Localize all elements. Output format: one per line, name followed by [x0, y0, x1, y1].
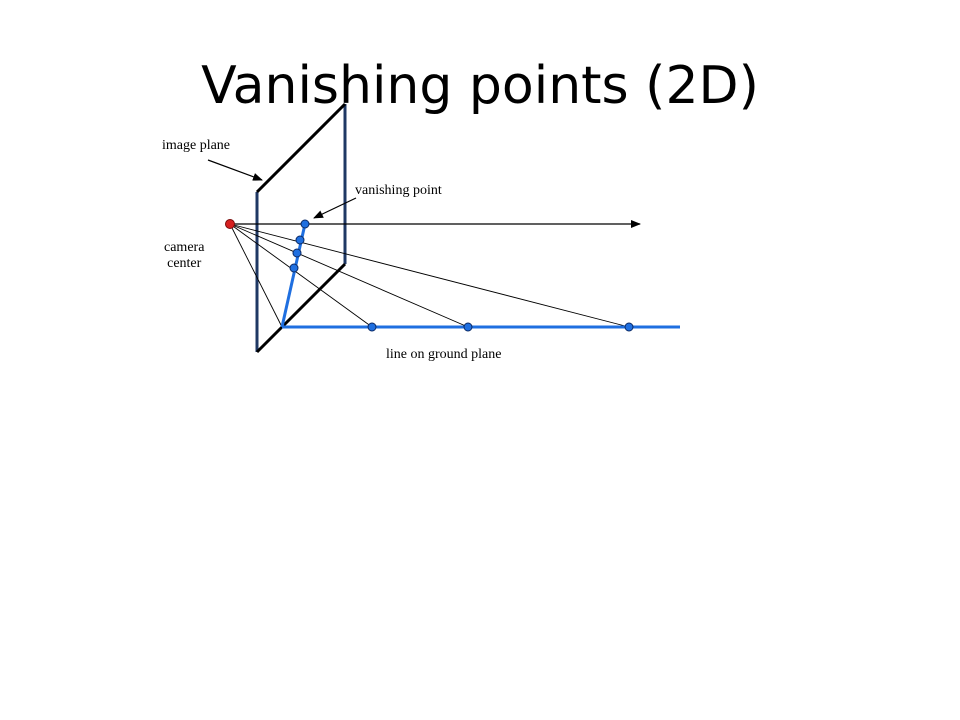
camera-label-line2: center	[167, 256, 202, 271]
vanishing-point-marker	[300, 219, 310, 229]
ground-point	[463, 322, 473, 332]
camera-label-line1: camera	[164, 240, 205, 255]
ground-line-label: line on ground plane	[386, 347, 502, 362]
image-plane-label: image plane	[162, 138, 231, 153]
image-plane-pointer-arrow	[207, 159, 263, 181]
projected-point	[292, 248, 302, 258]
image-plane-top-edge	[255, 102, 347, 194]
vanishing-point-label: vanishing point	[355, 183, 442, 198]
image-plane-bottom-edge	[255, 262, 347, 354]
projected-point	[295, 235, 305, 245]
ground-point	[367, 322, 377, 332]
projection-ray	[229, 223, 373, 328]
projection-ray	[229, 223, 630, 328]
slide-title: Vanishing points (2D)	[201, 56, 759, 116]
projection-ray	[229, 223, 283, 328]
projection-ray	[229, 223, 469, 328]
ground-point	[624, 322, 634, 332]
camera-center-label: camera center	[164, 240, 204, 272]
camera-center-point	[225, 219, 235, 229]
projected-point	[289, 263, 299, 273]
vanishing-point-pointer-arrow	[313, 197, 357, 219]
